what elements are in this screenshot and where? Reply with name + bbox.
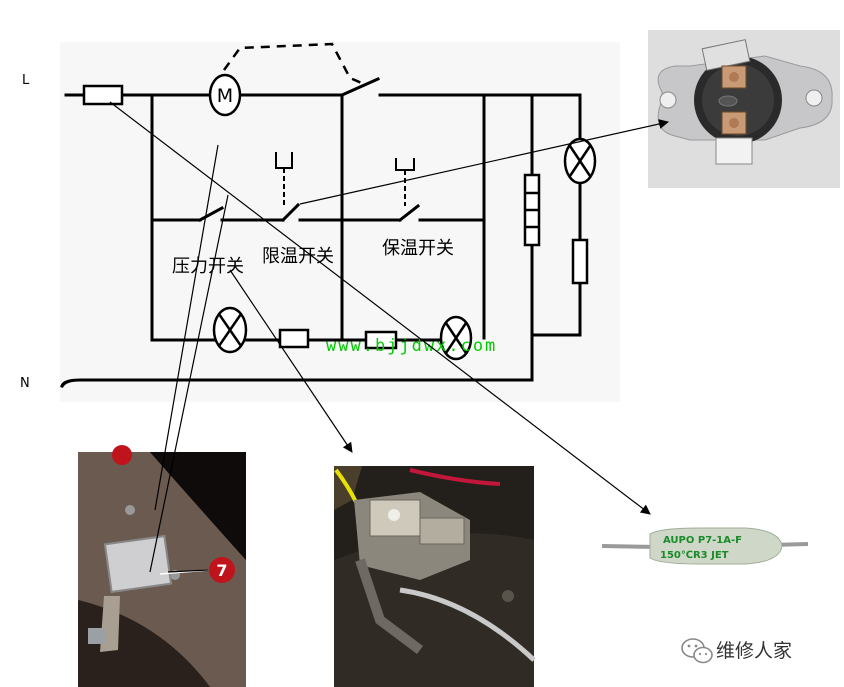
- fuse-icon: [82, 84, 124, 106]
- watermark-text: 维修人家: [716, 640, 792, 662]
- thermostat-photo: [648, 30, 840, 188]
- wiring: [60, 77, 582, 388]
- pressure-switch-photo: 7: [78, 445, 246, 687]
- keepwarm-switch-thermal-symbol: [395, 158, 415, 206]
- thermal-fuse-photo: AUPO P7-1A-F 150℃R3 JET: [601, 527, 809, 565]
- fuse-text-line1: AUPO P7-1A-F: [663, 535, 742, 546]
- resistor-icon: [523, 173, 541, 247]
- resistor-icon: [278, 328, 310, 349]
- limit-switch-thermal-symbol: [275, 152, 293, 205]
- label-l: L: [22, 73, 30, 88]
- pressure-switch-label: 压力开关: [172, 256, 244, 277]
- keepwarm-switch-label: 保温开关: [382, 238, 454, 259]
- lamp-icon: [212, 306, 248, 354]
- arrow-icon: [109, 101, 651, 515]
- arrow-icon: [299, 119, 669, 205]
- resistor-icon: [571, 238, 589, 285]
- connector-lines: [109, 101, 669, 573]
- website-text: www.bjjdwx.com: [326, 336, 497, 356]
- pressure-photo-callout: 7: [216, 561, 227, 580]
- lamp-icon: [439, 315, 473, 361]
- fuse-text-line2: 150℃R3 JET: [660, 550, 729, 561]
- motor-label: M: [217, 85, 233, 107]
- arrow-icon: [229, 269, 353, 453]
- lamp-icon: [563, 137, 597, 185]
- resistor-icon: [364, 330, 398, 350]
- wechat-icon: [681, 638, 713, 664]
- label-n: N: [20, 376, 30, 391]
- mechanical-linkage: [222, 42, 365, 86]
- limit-switch-photo: [334, 466, 536, 687]
- motor-icon: M: [208, 73, 242, 117]
- limit-switch-label: 限温开关: [262, 246, 334, 267]
